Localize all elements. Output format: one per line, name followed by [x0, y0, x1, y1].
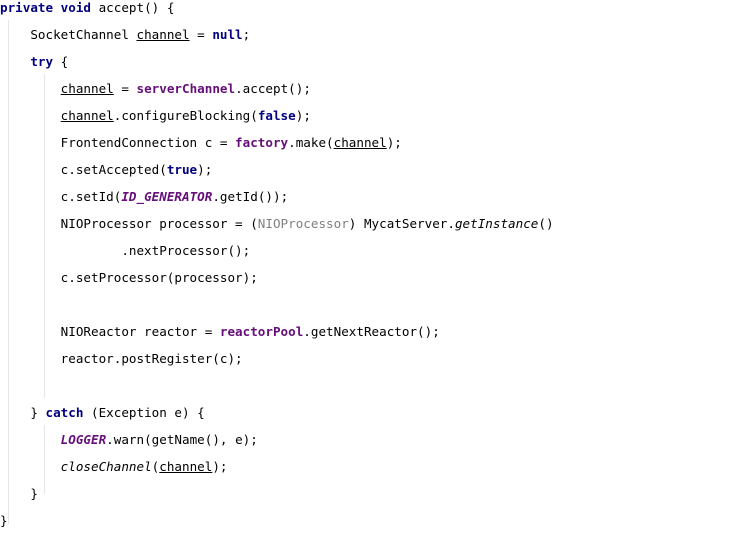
code-line[interactable]: NIOProcessor processor = (NIOProcessor) … [0, 214, 554, 241]
code-token: FrontendConnection c = [0, 135, 236, 150]
code-token: channel [136, 27, 190, 42]
code-token: .configureBlocking( [113, 108, 258, 123]
code-token: catch [45, 405, 84, 420]
code-token: = [113, 81, 137, 96]
code-line[interactable]: private void accept() { [0, 0, 174, 25]
indent-guide-catch-block [44, 425, 45, 494]
code-token: { [53, 54, 69, 69]
code-token: getInstance [454, 216, 539, 231]
code-token: NIOProcessor [257, 216, 349, 231]
code-token: ID_GENERATOR [121, 189, 213, 204]
code-token: (Exception e) { [83, 405, 205, 420]
code-token: reactor.postRegister(c); [0, 351, 243, 366]
code-token: ); [386, 135, 402, 150]
code-line[interactable]: reactor.postRegister(c); [0, 349, 243, 376]
code-token [0, 54, 30, 69]
code-token: .getId()); [212, 189, 289, 204]
code-token: } [0, 486, 38, 501]
code-line[interactable]: closeChannel(channel); [0, 457, 228, 484]
code-line[interactable]: channel = serverChannel.accept(); [0, 79, 311, 106]
code-token: .make( [288, 135, 334, 150]
code-token: null [212, 27, 243, 42]
code-token: .accept(); [235, 81, 311, 96]
code-line[interactable]: .nextProcessor(); [0, 241, 250, 268]
code-line[interactable]: } [0, 484, 38, 511]
code-token: channel [333, 135, 387, 150]
code-token: SocketChannel [0, 27, 137, 42]
code-token: channel [60, 81, 114, 96]
code-line[interactable]: LOGGER.warn(getName(), e); [0, 430, 258, 457]
code-token: NIOProcessor processor = ( [0, 216, 258, 231]
code-token: try [30, 54, 54, 69]
code-line[interactable]: c.setId(ID_GENERATOR.getId()); [0, 187, 289, 214]
code-line[interactable]: SocketChannel channel = null; [0, 25, 250, 52]
code-token: } [0, 513, 8, 528]
code-line[interactable]: FrontendConnection c = factory.make(chan… [0, 133, 402, 160]
code-token: ); [197, 162, 213, 177]
code-token [53, 0, 61, 15]
code-token: true [166, 162, 198, 177]
code-token: ); [295, 108, 311, 123]
code-token: private [0, 0, 54, 15]
code-token: false [257, 108, 296, 123]
code-token: ; [242, 27, 251, 42]
code-token: .getNextReactor(); [303, 324, 440, 339]
code-token: void [60, 0, 92, 15]
code-token: c.setProcessor(processor); [0, 270, 258, 285]
code-token: .warn(getName(), e); [106, 432, 258, 447]
code-token: channel [60, 108, 114, 123]
code-token: NIOReactor reactor = [0, 324, 220, 339]
code-token [0, 81, 61, 96]
code-token: closeChannel [60, 459, 152, 474]
code-token: } [0, 405, 46, 420]
indent-guide-try-block [44, 74, 45, 398]
code-token: .nextProcessor(); [0, 243, 251, 258]
code-token: ) MycatServer. [348, 216, 455, 231]
code-line[interactable]: try { [0, 52, 68, 79]
code-token: serverChannel [136, 81, 236, 96]
code-token: c.setAccepted( [0, 162, 167, 177]
code-token: ( [151, 459, 160, 474]
code-token: () [538, 216, 554, 231]
code-token: channel [159, 459, 213, 474]
indent-guide-method [8, 20, 9, 524]
code-token [0, 108, 61, 123]
code-token: c.setId( [0, 189, 122, 204]
code-token: LOGGER [60, 432, 107, 447]
code-token [0, 459, 61, 474]
code-token: ); [212, 459, 228, 474]
code-token [0, 432, 61, 447]
code-token: accept() { [91, 0, 175, 15]
code-line[interactable]: NIOReactor reactor = reactorPool.getNext… [0, 322, 440, 349]
code-line[interactable]: c.setAccepted(true); [0, 160, 213, 187]
code-line[interactable]: } catch (Exception e) { [0, 403, 205, 430]
code-token: reactorPool [219, 324, 304, 339]
code-token: = [189, 27, 213, 42]
code-line[interactable]: } [0, 511, 8, 538]
code-token: factory [235, 135, 289, 150]
code-line[interactable]: c.setProcessor(processor); [0, 268, 258, 295]
code-line[interactable]: channel.configureBlocking(false); [0, 106, 311, 133]
